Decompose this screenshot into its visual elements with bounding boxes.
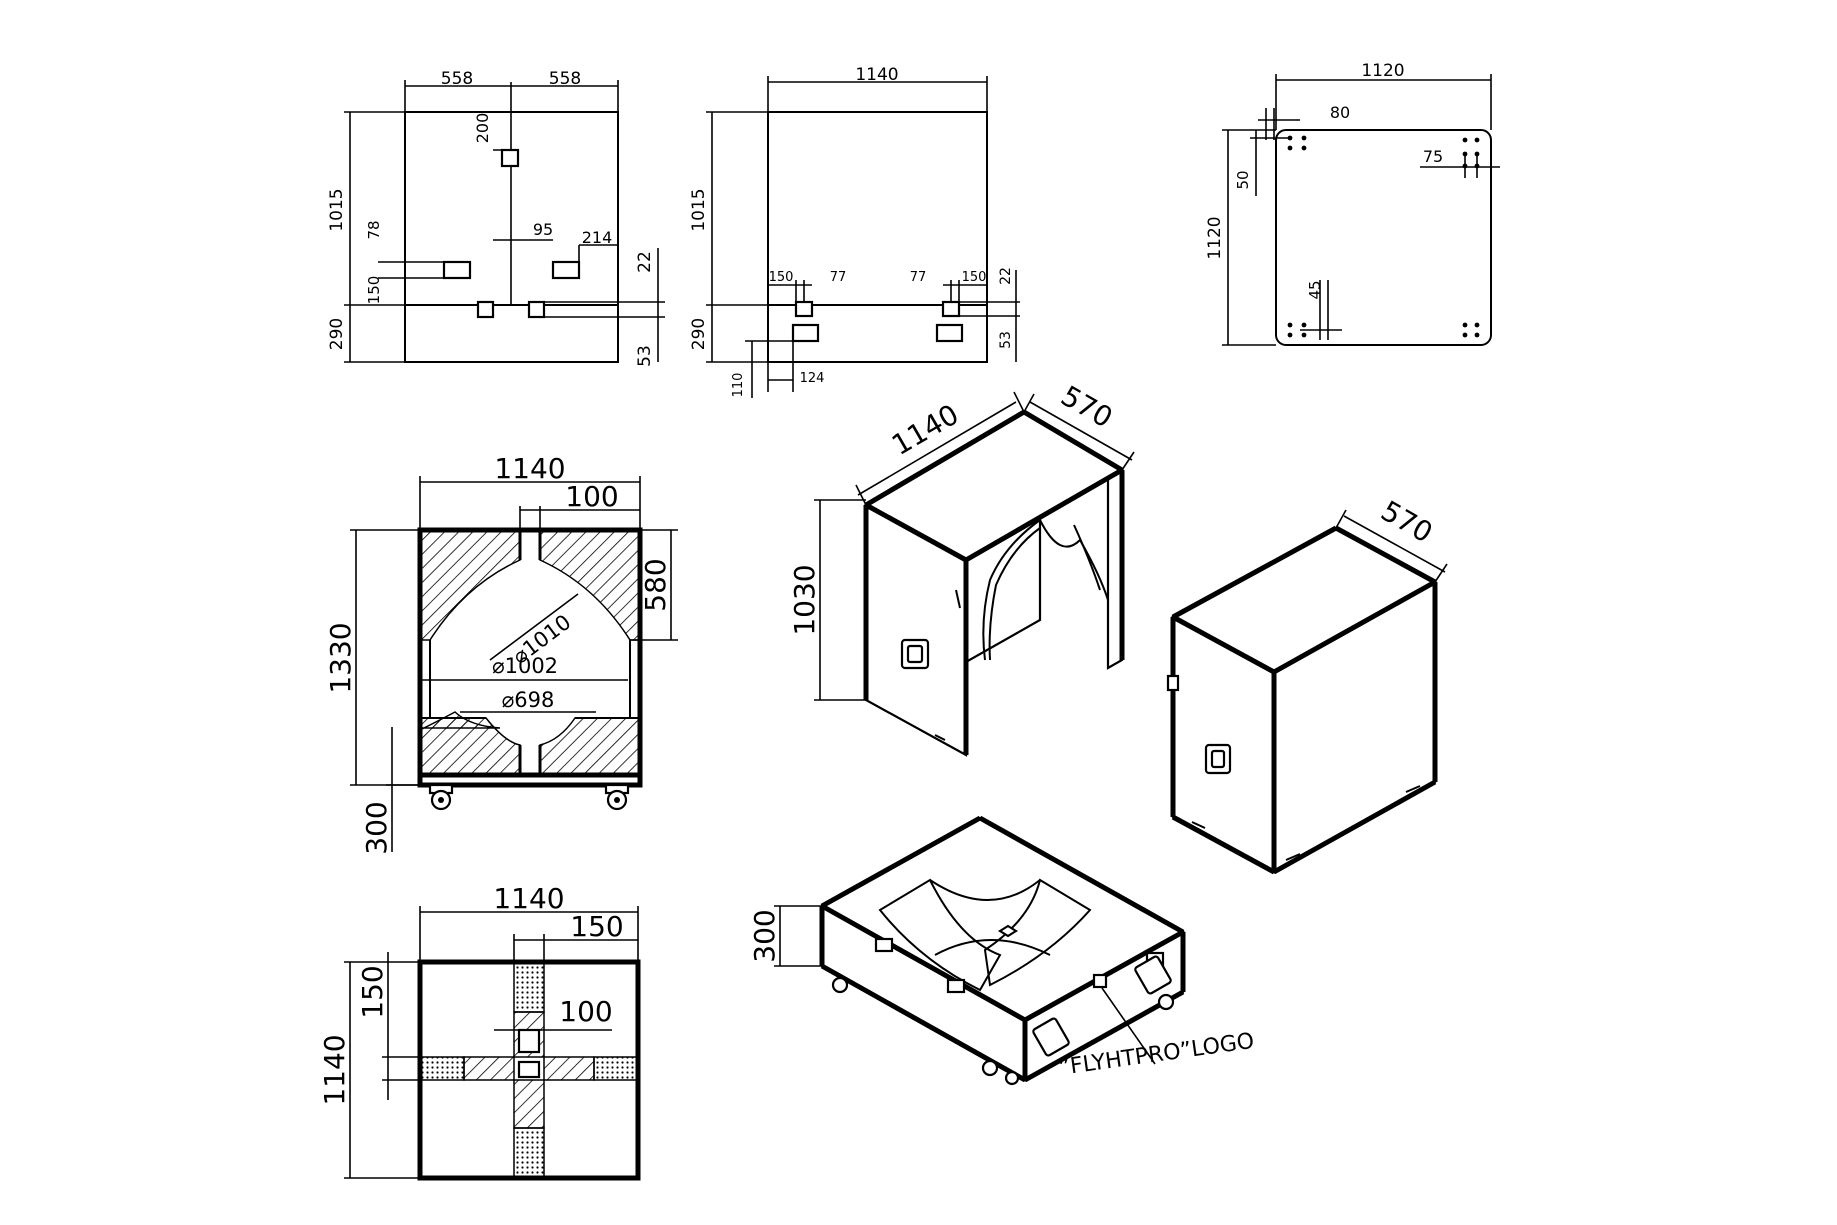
dim-77-right: 77	[910, 270, 927, 285]
dim-570: 570	[1055, 379, 1118, 434]
dim-53: 53	[635, 345, 655, 367]
dim-22: 22	[998, 267, 1014, 285]
dim-80: 80	[1330, 103, 1350, 122]
dim-290: 290	[689, 318, 709, 350]
dim-300: 300	[748, 909, 781, 962]
dim-1120-side: 1120	[1205, 216, 1225, 259]
dim-570: 570	[1375, 494, 1438, 549]
dim-100-center: 100	[559, 995, 612, 1028]
dim-558-left: 558	[441, 69, 473, 89]
dim-1140: 1140	[855, 65, 898, 85]
corner-holes	[1287, 135, 1480, 338]
side-panel-view: 558 558 1015 290 200 78 150 95 214 22 53	[327, 69, 665, 367]
dim-1015: 1015	[689, 188, 709, 231]
dim-95: 95	[533, 220, 553, 239]
dim-100: 100	[565, 480, 618, 513]
caster-wheel-left	[428, 783, 454, 811]
iso-closed-case-view: 570	[1166, 494, 1448, 875]
dim-dia-698: ⌀698	[502, 688, 555, 712]
dim-1330: 1330	[324, 622, 357, 693]
dim-124: 124	[800, 371, 825, 386]
dim-dia-1002: ⌀1002	[492, 654, 558, 678]
dim-150-width: 150	[570, 910, 623, 943]
dim-558-right: 558	[549, 69, 581, 89]
dim-1015: 1015	[327, 188, 347, 231]
dim-45: 45	[1306, 280, 1324, 299]
front-section-view: ⌀1010 ⌀1002 ⌀698 1140 100 1330 580 300	[324, 452, 678, 855]
top-panel-view: 1120 1120 80 50 75 45	[1205, 61, 1500, 346]
dim-150-right: 150	[962, 270, 987, 285]
dim-22: 22	[635, 251, 655, 273]
dim-53: 53	[998, 331, 1014, 349]
bottom-plan-view: 1140 150 1140 150 100	[318, 882, 641, 1181]
caster-wheel-right	[604, 783, 630, 811]
dim-580: 580	[639, 558, 672, 611]
dim-150: 150	[365, 276, 383, 305]
dim-150-depth: 150	[356, 965, 389, 1018]
dim-75: 75	[1423, 147, 1443, 166]
dim-150-left: 150	[769, 270, 794, 285]
dim-1140-width: 1140	[493, 882, 564, 915]
dim-110: 110	[731, 373, 746, 398]
dim-200: 200	[473, 113, 492, 144]
dim-1140: 1140	[494, 452, 565, 485]
dim-77-left: 77	[830, 270, 847, 285]
dim-1140-depth: 1140	[318, 1034, 351, 1105]
dim-300: 300	[360, 801, 393, 854]
dim-50: 50	[1234, 170, 1252, 189]
iso-open-case-view: 1140 570 1030	[788, 379, 1135, 757]
dim-214: 214	[582, 228, 613, 247]
dim-1120-top: 1120	[1361, 61, 1404, 81]
front-panel-view: 1140 1015 290 150 77 77 150 22 53 110 12…	[689, 65, 1020, 398]
dim-1030: 1030	[788, 564, 821, 635]
dim-78: 78	[365, 220, 383, 239]
dim-290: 290	[327, 318, 347, 350]
iso-base-tray-view: 300 ”FLYHTPRO”LOGO	[748, 815, 1256, 1086]
